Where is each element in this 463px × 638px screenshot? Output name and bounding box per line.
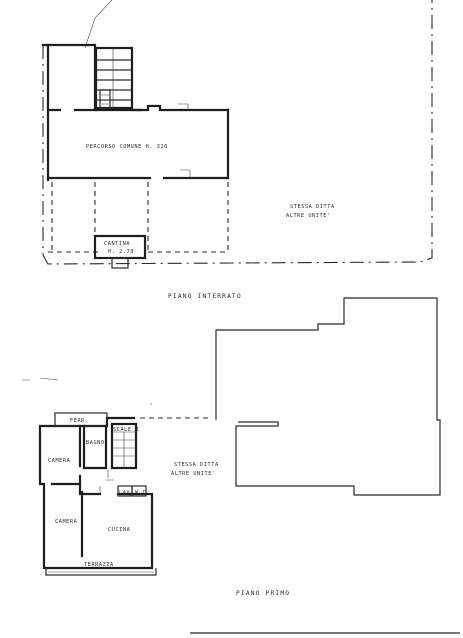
stair-b (110, 422, 138, 470)
top-edge-line (84, 0, 113, 49)
ground-stair-well (94, 46, 134, 110)
wc-label: W.C. (135, 490, 150, 496)
ground-floor-boundary (42, 0, 433, 265)
wc-room (131, 485, 147, 497)
common-corridor (46, 103, 230, 180)
cellar-label: CANTINA (104, 241, 130, 247)
terrace (45, 568, 157, 576)
door-swings (99, 470, 114, 494)
corridor-label: PERCORSO COMUNE H. 320 (86, 144, 168, 150)
lav-label: LAV (119, 490, 130, 496)
stair-b-label: SCALE B (113, 427, 139, 433)
ground-floor-plan: PERCORSO COMUNE H. 320 STESSA DITTA ALTR… (41, 0, 433, 300)
cellar-room (93, 234, 147, 269)
top-balcony-label: FERR. (70, 418, 89, 424)
kitchen-label: CUCINA (108, 527, 131, 533)
adjacent-outline (215, 297, 441, 496)
ground-floor-caption: PIANO INTERRATO (168, 293, 242, 300)
bathroom-label: BAGNO (86, 440, 105, 446)
first-same-company-line1: STESSA DITTA (174, 462, 219, 468)
interior-walls (50, 424, 132, 558)
first-floor-caption: PIANO PRIMO (236, 590, 290, 597)
stray-mark-left (22, 377, 59, 381)
cellar-height-label: H. 2.70 (108, 249, 134, 255)
first-floor-plan: FERR. SCALE B LAV W.C. CAMERA BAGNO CAME… (22, 297, 441, 597)
ground-same-company-line2: ALTRE UNITE' (286, 213, 331, 219)
ground-same-company-line1: STESSA DITTA (290, 204, 335, 210)
ground-grid-lines (48, 182, 228, 253)
bedroom-1-label: CAMERA (48, 458, 71, 464)
bedroom-2-label: CAMERA (55, 519, 78, 525)
first-same-company-line2: ALTRE UNITE' (171, 471, 216, 477)
terrace-label: TERRAZZA (84, 562, 114, 568)
